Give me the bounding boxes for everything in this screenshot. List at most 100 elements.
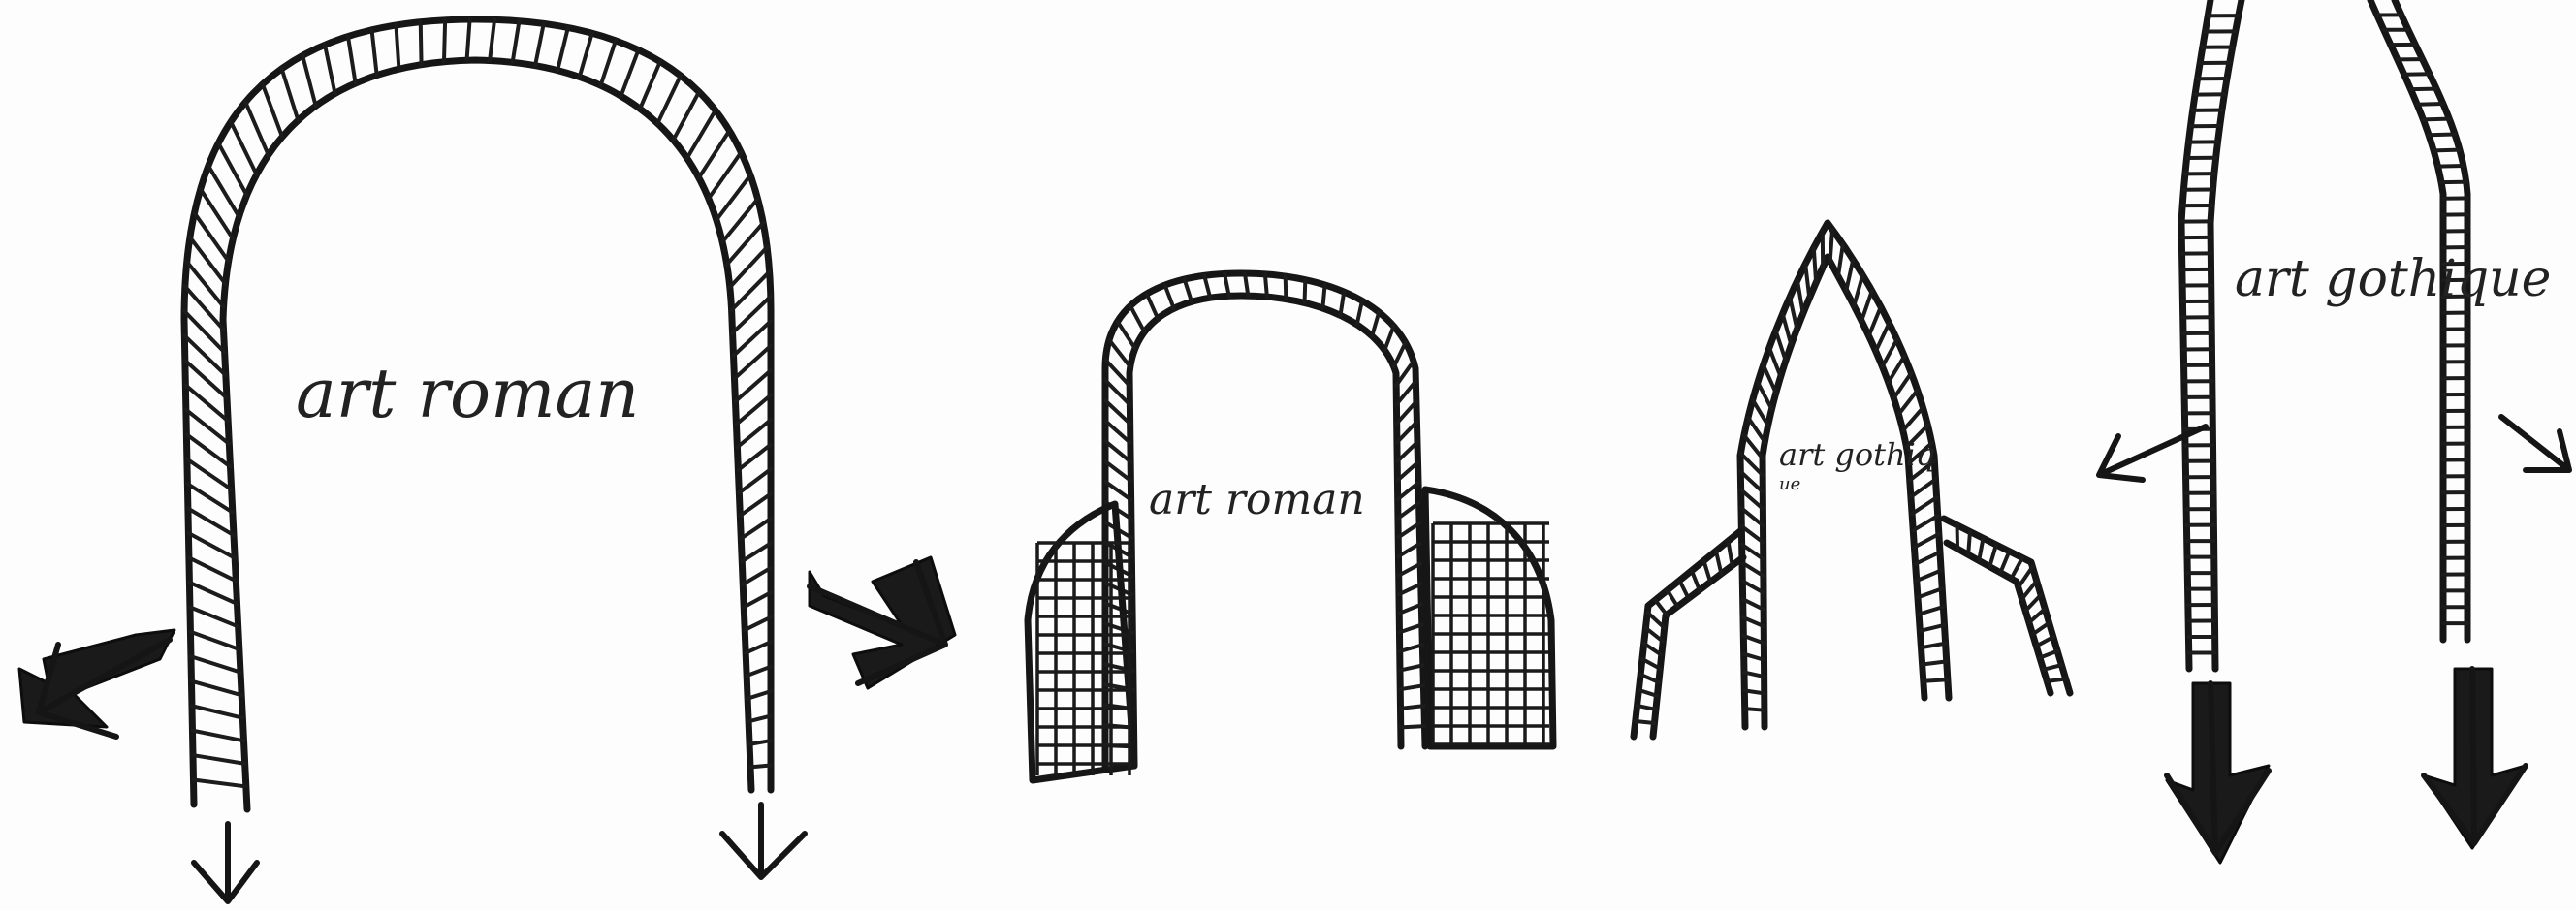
stone-joint: [1911, 479, 1936, 496]
stone-joint: [190, 237, 226, 284]
stone-joint: [750, 766, 771, 768]
gothic-small-label: art gothiq: [1779, 436, 1935, 473]
stone-joint: [1913, 516, 1937, 530]
stone-joint: [747, 691, 771, 699]
stone-joint: [535, 23, 544, 65]
stone-joint: [1716, 551, 1721, 574]
stone-joint: [325, 45, 334, 93]
stone-joint: [1147, 294, 1158, 318]
stone-joint: [2025, 595, 2041, 611]
stone-joint: [1394, 342, 1406, 366]
roman-large-label: art roman: [296, 354, 639, 433]
stone-joint: [1105, 461, 1130, 481]
stone-joint: [1400, 645, 1423, 651]
stone-joint: [1882, 339, 1896, 366]
stone-joint: [2047, 679, 2065, 681]
stone-joint: [1286, 276, 1287, 300]
stone-joint: [188, 509, 234, 536]
stone-joint: [189, 583, 237, 604]
gothic-arch-small: art gothiq ue: [1634, 223, 2070, 737]
stone-joint: [1912, 497, 1937, 514]
stone-joint: [513, 21, 520, 63]
stone-joint: [743, 568, 771, 584]
stone-joint: [687, 110, 716, 158]
stone-joint: [741, 519, 771, 539]
stone-joint: [1668, 590, 1677, 607]
stone-joint: [1917, 570, 1941, 581]
stone-joint: [1400, 706, 1423, 709]
stone-joint: [1776, 331, 1786, 361]
stone-joint: [2040, 651, 2057, 658]
stone-joint: [1968, 531, 1970, 554]
stone-joint: [1745, 709, 1765, 710]
stone-joint: [231, 122, 257, 175]
stone-joint: [1655, 600, 1667, 615]
stone-joint: [467, 19, 470, 60]
roman-large-right-thrust-arrow: [810, 557, 955, 688]
stone-joint: [1105, 441, 1130, 461]
stone-joint: [1916, 552, 1940, 564]
stone-joint: [2429, 134, 2455, 135]
stone-joint: [737, 420, 771, 447]
stone-joint: [1340, 292, 1344, 315]
stone-joint: [302, 55, 316, 106]
stone-joint: [444, 20, 445, 62]
stone-joint: [1204, 275, 1210, 298]
stone-joint: [1869, 306, 1881, 335]
stone-joint: [1846, 260, 1853, 291]
stone-joint: [742, 543, 771, 561]
stone-joint: [421, 22, 422, 65]
stone-joint: [282, 69, 299, 120]
stone-joint: [1764, 365, 1776, 394]
stone-joint: [2433, 150, 2460, 151]
roman-small-right-buttress: [1425, 489, 1553, 746]
stone-joint: [747, 667, 771, 676]
stone-joint: [1105, 421, 1130, 443]
stone-joint: [1753, 400, 1768, 426]
stone-joint: [1919, 607, 1943, 615]
roman-large-down-arrow-left: [194, 824, 257, 901]
stone-joint: [1920, 625, 1944, 631]
stone-joint: [1914, 534, 1938, 548]
roman-large-left-thrust-arrow: [19, 630, 175, 737]
stone-joint: [1748, 418, 1765, 442]
stone-joint: [2029, 609, 2045, 622]
stone-joint: [1305, 280, 1306, 303]
stone-joint: [2019, 567, 2033, 587]
stone-joint: [1105, 482, 1131, 500]
stone-joint: [1889, 356, 1905, 382]
stone-joint: [1400, 665, 1423, 670]
stone-joint: [192, 731, 243, 741]
stone-joint: [744, 592, 771, 607]
gothic-small-right-flying-buttress: [1944, 519, 2070, 693]
stone-joint: [1109, 340, 1130, 367]
stone-joint: [1224, 273, 1229, 296]
stone-joint: [1769, 348, 1781, 377]
gothic-large-down-arrow-left: [2167, 683, 2269, 863]
stone-joint: [189, 557, 236, 581]
stone-joint: [557, 27, 568, 70]
stone-joint: [2438, 166, 2464, 167]
roman-small-left-buttress: [1028, 504, 1134, 780]
roman-arch-small: art roman: [1028, 273, 1553, 780]
stone-joint: [2417, 104, 2443, 105]
stone-joint: [192, 706, 242, 718]
stone-joint: [1924, 679, 1948, 681]
stone-joint: [1893, 373, 1911, 398]
stone-joint: [191, 656, 240, 672]
stone-joint: [2036, 637, 2053, 646]
gothic-arch-large: art gothique: [2099, 0, 2569, 863]
stone-joint: [187, 484, 232, 513]
stone-joint: [736, 395, 771, 425]
stone-joint: [185, 361, 227, 398]
stone-joint: [1861, 291, 1872, 321]
stone-joint: [190, 632, 239, 649]
stone-joint: [1165, 285, 1174, 308]
stone-joint: [194, 213, 228, 262]
stone-joint: [372, 30, 377, 76]
stone-joint: [396, 25, 398, 69]
stone-joint: [1679, 581, 1688, 599]
gothic-large-right-thrust-arrow: [2501, 417, 2569, 470]
roman-arch-large: art roman: [19, 19, 955, 901]
